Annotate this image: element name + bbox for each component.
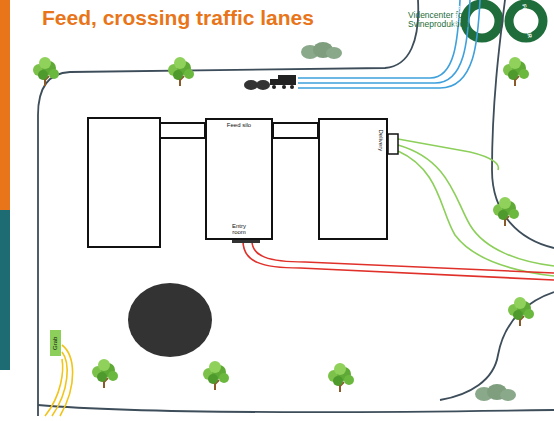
delivery-hatch (388, 134, 398, 154)
grab-area: Grab (50, 330, 61, 356)
room-label: Entry room (227, 223, 251, 236)
logo-text: Videncenter for Svineproduktion (408, 11, 470, 30)
barn-building (88, 118, 160, 247)
barn-building: Delivery (318, 118, 388, 240)
logo-ring (509, 4, 543, 38)
road (38, 0, 554, 416)
tree (33, 57, 534, 392)
room-label: Delivery (377, 129, 384, 151)
silo-label: Feed silo (227, 122, 251, 129)
entry-lane (243, 241, 554, 280)
side-bar (0, 210, 10, 370)
slurry-tank (128, 283, 212, 357)
barn-building: Feed siloEntry room (205, 118, 273, 240)
delivery-lane (398, 139, 554, 276)
bush (301, 42, 516, 401)
feed-truck (270, 75, 296, 89)
corridor (160, 123, 205, 138)
corridor (273, 123, 318, 138)
feed-lane (298, 0, 480, 88)
grab-label: Grab (52, 336, 59, 349)
slide-title: Feed, crossing traffic lanes (42, 6, 314, 30)
side-bar (0, 0, 10, 210)
feed-silo-icon (244, 80, 270, 90)
